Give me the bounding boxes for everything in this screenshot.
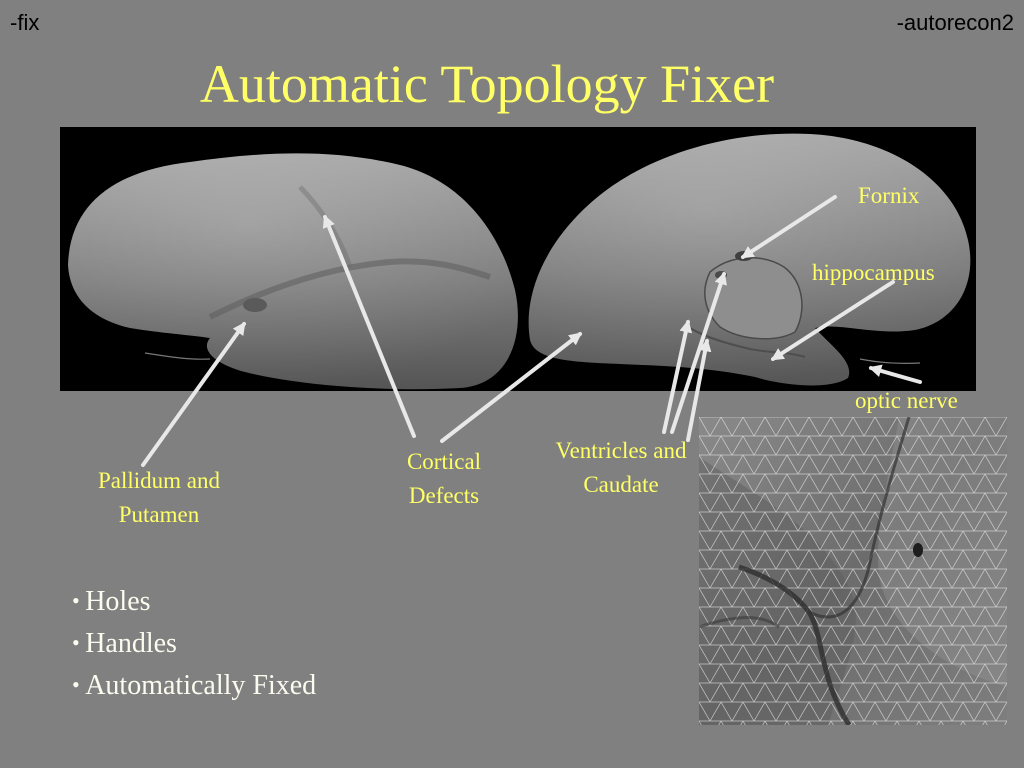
corner-label-autorecon2: -autorecon2 xyxy=(896,10,1014,35)
corner-label-fix: -fix xyxy=(10,10,40,35)
label-fornix: Fornix xyxy=(858,183,920,208)
label-optic-nerve: optic nerve xyxy=(855,388,958,413)
label-pallidum-line-1: Pallidum and xyxy=(97,468,221,493)
label-cortical-line-2: Defects xyxy=(408,483,480,508)
label-ventricles-line-1: Ventricles and xyxy=(555,438,687,463)
label-pallidum-line-2: Putamen xyxy=(118,502,200,527)
label-cortical-line-1: Cortical xyxy=(406,449,482,474)
slide-title: Automatic Topology Fixer xyxy=(199,54,775,114)
left-hemisphere xyxy=(68,153,518,390)
bullet-item: Automatically Fixed xyxy=(72,664,316,706)
label-ventricles-line-2: Caudate xyxy=(583,472,659,497)
surface-mesh-closeup-image xyxy=(699,417,1007,725)
label-cortical-defects: Cortical Defects xyxy=(374,445,514,513)
label-hippocampus: hippocampus xyxy=(812,260,935,285)
bullet-list: Holes Handles Automatically Fixed xyxy=(72,580,316,706)
label-pallidum-and-putamen: Pallidum and Putamen xyxy=(74,464,244,532)
bullet-item: Holes xyxy=(72,580,316,622)
label-ventricles-and-caudate: Ventricles and Caudate xyxy=(536,434,706,502)
bullet-item: Handles xyxy=(72,622,316,664)
